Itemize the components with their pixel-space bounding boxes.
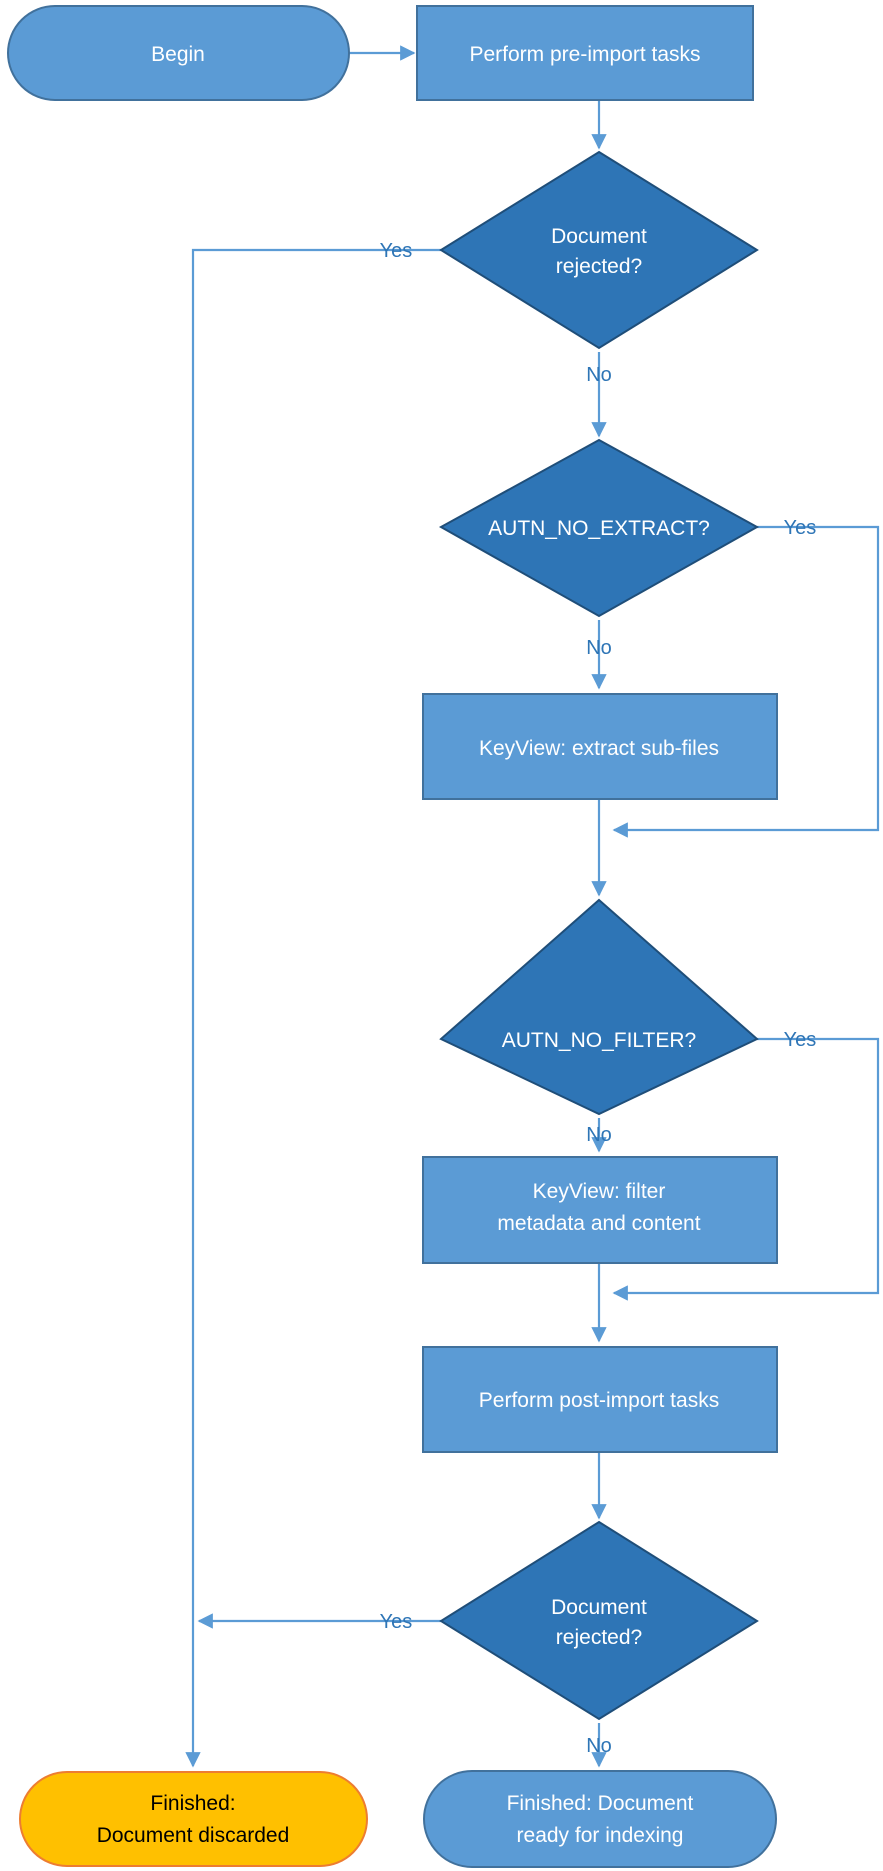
- node-post-import-label: Perform post-import tasks: [479, 1389, 719, 1412]
- node-ready[interactable]: Finished: Document ready for indexing: [423, 1770, 777, 1868]
- node-rejected-2-label-line1: Document: [551, 1596, 647, 1619]
- node-rejected-1[interactable]: Document rejected?: [439, 150, 759, 350]
- node-keyview-extract-shape[interactable]: [422, 693, 778, 800]
- node-keyview-filter-shape[interactable]: [422, 1156, 778, 1264]
- node-rejected-2-label-line2: rejected?: [556, 1626, 642, 1649]
- edge-label-rejected-2-yes: Yes: [380, 1611, 413, 1633]
- edge-label-no-extract-no: No: [586, 637, 612, 659]
- node-keyview-extract-label: KeyView: extract sub-files: [479, 737, 719, 760]
- node-rejected-2-shape[interactable]: [439, 1520, 759, 1721]
- node-rejected-2[interactable]: Document rejected?: [439, 1520, 759, 1721]
- node-discarded-shape[interactable]: [19, 1771, 368, 1867]
- node-autn-no-filter-shape[interactable]: [439, 898, 759, 1116]
- node-pre-import-label: Perform pre-import tasks: [469, 43, 700, 66]
- node-autn-no-extract[interactable]: AUTN_NO_EXTRACT?: [438, 438, 760, 618]
- connectors: [185, 45, 880, 1768]
- node-keyview-filter[interactable]: KeyView: filter metadata and content: [422, 1156, 778, 1264]
- node-keyview-extract[interactable]: KeyView: extract sub-files: [422, 693, 778, 800]
- edge-label-rejected-2-no: No: [586, 1735, 612, 1757]
- node-autn-no-filter[interactable]: AUTN_NO_FILTER?: [439, 898, 759, 1116]
- node-discarded-label-line1: Finished:: [150, 1792, 235, 1815]
- node-rejected-1-shape[interactable]: [439, 150, 759, 350]
- edge-no-filter-yes: [612, 1037, 880, 1301]
- node-keyview-filter-label-line2: metadata and content: [497, 1212, 700, 1235]
- node-autn-no-filter-label: AUTN_NO_FILTER?: [502, 1029, 697, 1052]
- edge-label-rejected-1-yes: Yes: [380, 240, 413, 262]
- edge-rejected-1-yes: [185, 248, 441, 1768]
- node-autn-no-extract-shape[interactable]: [438, 438, 760, 618]
- node-ready-shape[interactable]: [423, 1770, 777, 1868]
- edge-no-extract-yes: [612, 525, 880, 838]
- node-post-import-shape[interactable]: [422, 1346, 778, 1453]
- node-begin-label: Begin: [151, 43, 205, 66]
- node-discarded-label-line2: Document discarded: [97, 1824, 290, 1847]
- node-autn-no-extract-label: AUTN_NO_EXTRACT?: [488, 517, 710, 540]
- edge-label-rejected-1-no: No: [586, 364, 612, 386]
- node-begin[interactable]: Begin: [7, 5, 350, 101]
- node-post-import[interactable]: Perform post-import tasks: [422, 1346, 778, 1453]
- node-ready-label-line2: ready for indexing: [517, 1824, 684, 1847]
- node-pre-import-shape[interactable]: [416, 5, 754, 101]
- node-pre-import[interactable]: Perform pre-import tasks: [416, 5, 754, 101]
- edge-label-no-filter-no: No: [586, 1124, 612, 1146]
- node-rejected-1-label-line2: rejected?: [556, 255, 642, 278]
- node-begin-shape[interactable]: [7, 5, 350, 101]
- node-rejected-1-label-line1: Document: [551, 225, 647, 248]
- node-keyview-filter-label-line1: KeyView: filter: [533, 1180, 666, 1203]
- edge-label-no-extract-yes: Yes: [784, 517, 817, 539]
- node-ready-label-line1: Finished: Document: [507, 1792, 694, 1815]
- node-discarded[interactable]: Finished: Document discarded: [19, 1771, 368, 1867]
- edge-label-no-filter-yes: Yes: [784, 1029, 817, 1051]
